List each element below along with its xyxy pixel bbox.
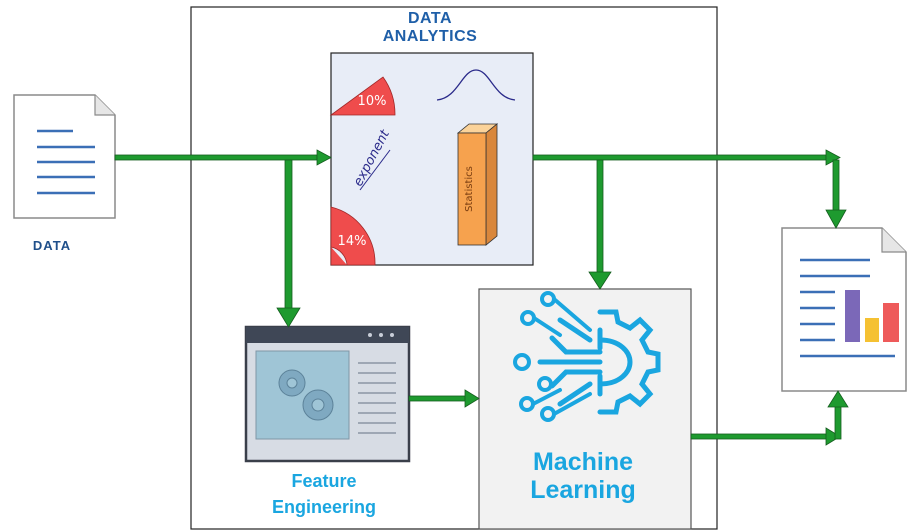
analytics-title: DATA ANALYTICS <box>330 10 530 46</box>
machine-learning-line2: Learning <box>530 476 636 504</box>
gauge-top-label: 10% <box>358 94 387 109</box>
gears-icon <box>278 369 334 421</box>
statistics-bar-icon <box>456 123 499 246</box>
analytics-title-line1: DATA <box>407 10 453 27</box>
machine-learning-label: Machine Learning <box>478 448 688 504</box>
data-label: DATA <box>32 238 72 253</box>
report-bar-3 <box>883 303 899 342</box>
report-document-icon <box>781 227 907 392</box>
statistics-label: Statistics <box>464 166 475 212</box>
arrow-fe-to-ml <box>408 395 467 402</box>
report-bar-1 <box>845 290 860 342</box>
flow-arrows <box>114 149 849 446</box>
data-document-icon <box>13 94 116 219</box>
arrow-data-to-analytics <box>114 154 318 161</box>
analytics-panel <box>329 52 534 266</box>
feature-engineering-label: Feature Engineering <box>244 468 404 520</box>
report-bar-2 <box>865 318 879 342</box>
arrow-analytics-to-report <box>532 154 827 161</box>
arrow-to-feature-engineering <box>284 159 293 311</box>
machine-learning-panel <box>478 288 692 530</box>
arrow-ml-to-report <box>690 433 832 440</box>
feature-engineering-window <box>244 325 411 463</box>
gauge-top-icon <box>329 76 396 116</box>
feature-engineering-line1: Feature <box>291 471 357 491</box>
gauge-bottom-icon <box>330 206 376 266</box>
arrow-analytics-to-ml <box>596 159 604 275</box>
machine-learning-line1: Machine <box>532 448 634 476</box>
brain-gear-icon <box>537 309 661 415</box>
bell-curve-icon <box>436 69 516 101</box>
feature-engineering-line2: Engineering <box>271 497 376 517</box>
system-frame <box>190 6 718 530</box>
analytics-title-line2: ANALYTICS <box>382 28 478 45</box>
gauge-bottom-label: 14% <box>338 234 367 249</box>
